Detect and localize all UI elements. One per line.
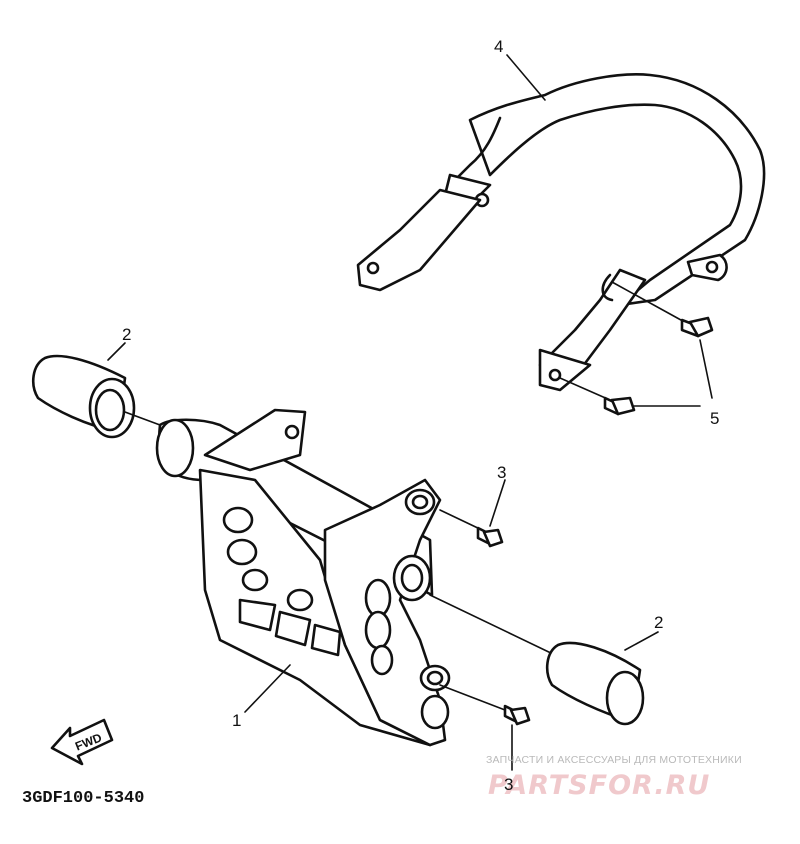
watermark-tagline: ЗАПЧАСТИ И АКСЕССУАРЫ ДЛЯ МОТОТЕХНИКИ — [486, 754, 742, 766]
watermark: ЗАПЧАСТИ И АКСЕССУАРЫ ДЛЯ МОТОТЕХНИКИ PA… — [486, 754, 742, 801]
end-cap-left — [31, 354, 161, 439]
watermark-logo: PARTSFOR.RU — [488, 770, 710, 801]
end-cap-right — [545, 641, 645, 726]
bolt-5b — [603, 396, 636, 416]
fwd-arrow-icon: FWD — [50, 718, 114, 766]
callout-3-lower: 3 — [504, 775, 513, 794]
grab-bar-part — [356, 73, 766, 401]
frame-guard-part — [155, 408, 556, 747]
callout-5: 5 — [710, 409, 719, 428]
callout-1: 1 — [232, 711, 241, 730]
leader-lines — [107, 54, 659, 771]
callout-2-left: 2 — [122, 325, 131, 344]
part-code: 3GDF100-5340 — [22, 789, 144, 808]
bolts-part-5 — [603, 316, 714, 416]
callout-2-right: 2 — [654, 613, 663, 632]
bolt-3-upper — [476, 526, 504, 548]
bolt-5a — [680, 316, 714, 338]
bolt-3-lower — [503, 704, 531, 726]
callout-4: 4 — [494, 37, 503, 56]
callout-3-upper: 3 — [497, 463, 506, 482]
